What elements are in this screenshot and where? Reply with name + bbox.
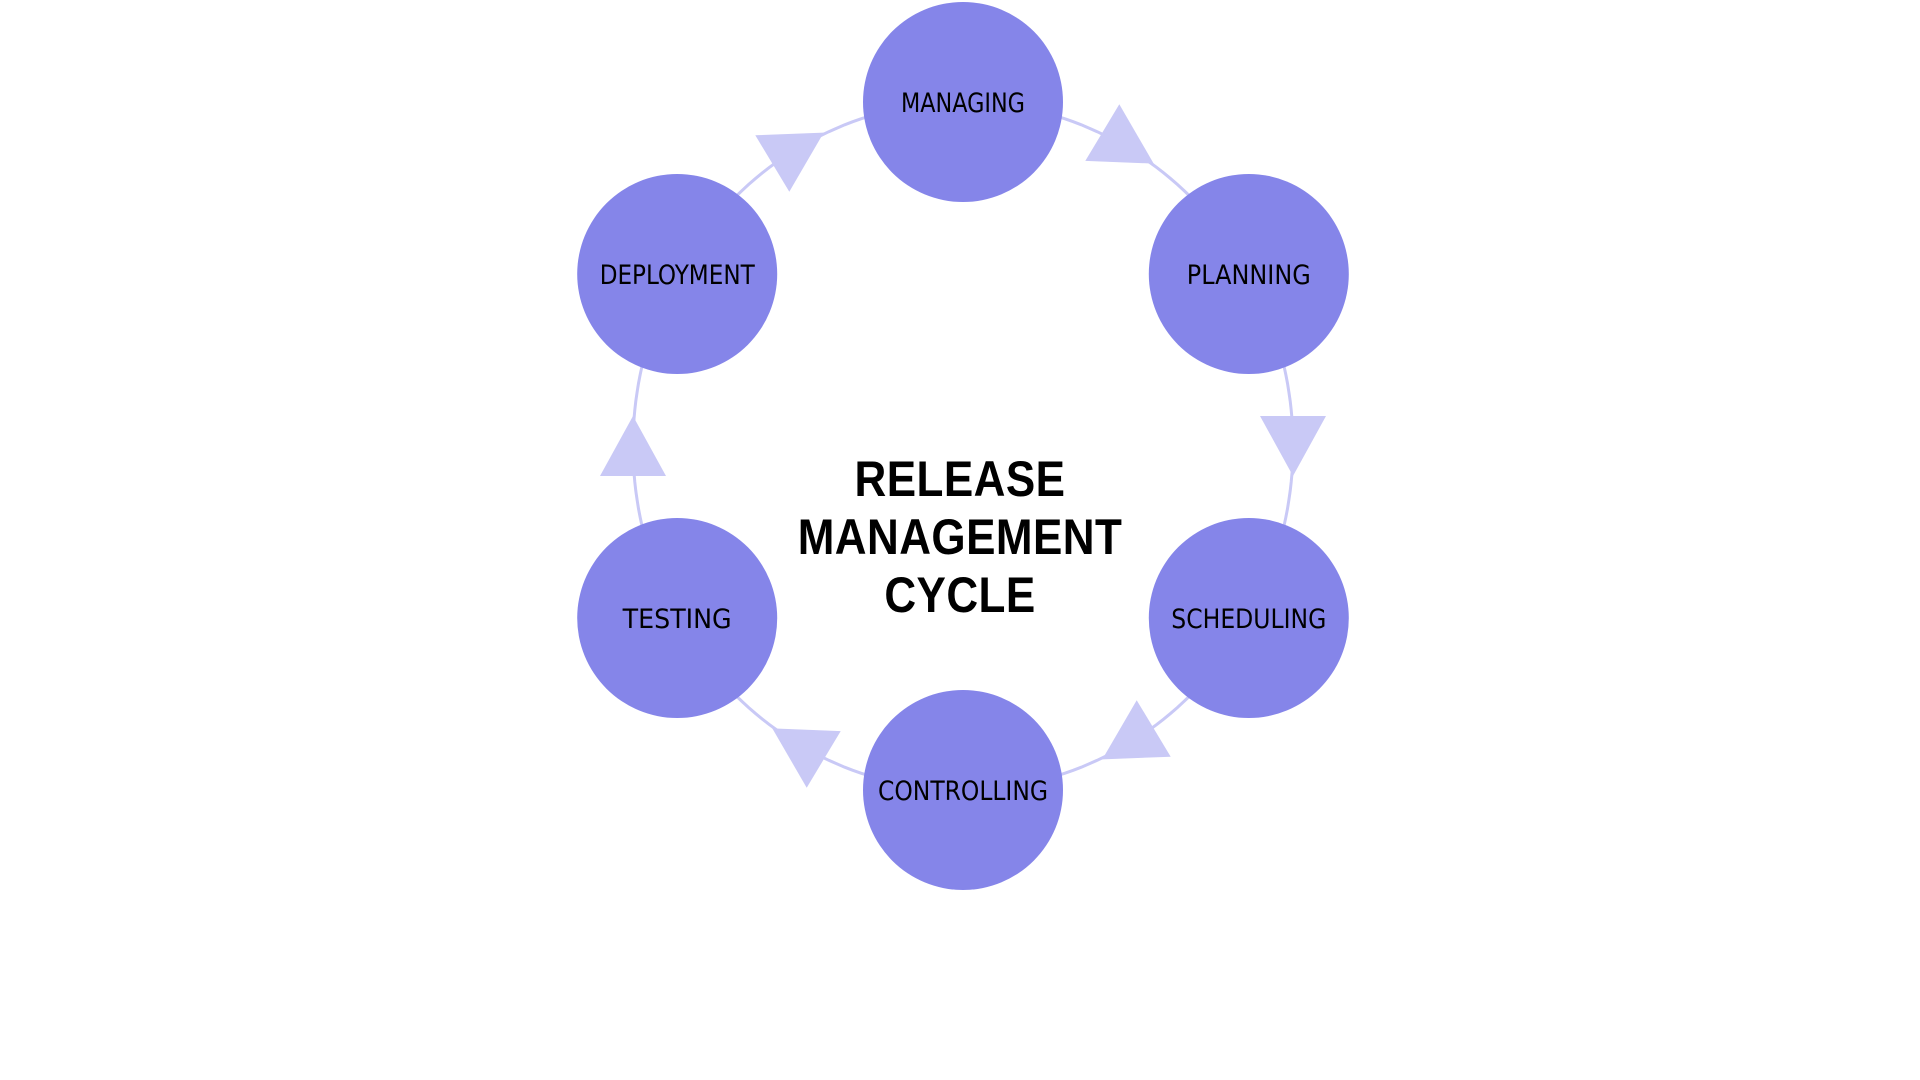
- cycle-nodes: MANAGING PLANNING SCHEDULING CONTROLLING TES…: [577, 2, 1349, 890]
- node-label-managing: MANAGING: [901, 88, 1025, 119]
- node-circle-planning: [1148, 174, 1349, 374]
- node-label-deployment: DEPLOYMENT: [600, 260, 755, 291]
- node-testing: TESTING: [577, 518, 778, 718]
- title-line-3: CYCLE: [884, 567, 1036, 623]
- arrow-deployment-to-managing: [755, 132, 824, 192]
- flow-arrows: [600, 104, 1326, 788]
- node-scheduling: SCHEDULING: [1148, 518, 1349, 718]
- diagram-title: RELEASE MANAGEMENT CYCLE: [784, 450, 1136, 624]
- node-label-scheduling: SCHEDULING: [1171, 604, 1326, 635]
- node-circle-scheduling: [1148, 518, 1349, 718]
- arrow-controlling-to-testing: [772, 728, 841, 788]
- node-label-controlling: CONTROLLING: [878, 776, 1048, 807]
- node-label-testing: TESTING: [622, 604, 732, 635]
- node-circle-controlling: [863, 690, 1063, 890]
- arrow-testing-to-deployment: [600, 416, 666, 476]
- node-managing: MANAGING: [863, 2, 1063, 202]
- arrow-scheduling-to-controlling: [1102, 700, 1171, 760]
- node-deployment: DEPLOYMENT: [577, 174, 778, 374]
- node-circle-testing: [577, 518, 778, 718]
- arrow-managing-to-planning: [1085, 104, 1154, 164]
- title-line-2: MANAGEMENT: [797, 509, 1123, 565]
- arrow-planning-to-scheduling: [1260, 416, 1326, 476]
- node-circle-managing: [863, 2, 1063, 202]
- node-planning: PLANNING: [1148, 174, 1349, 374]
- node-controlling: CONTROLLING: [863, 690, 1063, 890]
- node-label-planning: PLANNING: [1187, 260, 1311, 291]
- title-line-1: RELEASE: [854, 451, 1066, 507]
- node-circle-deployment: [577, 174, 778, 374]
